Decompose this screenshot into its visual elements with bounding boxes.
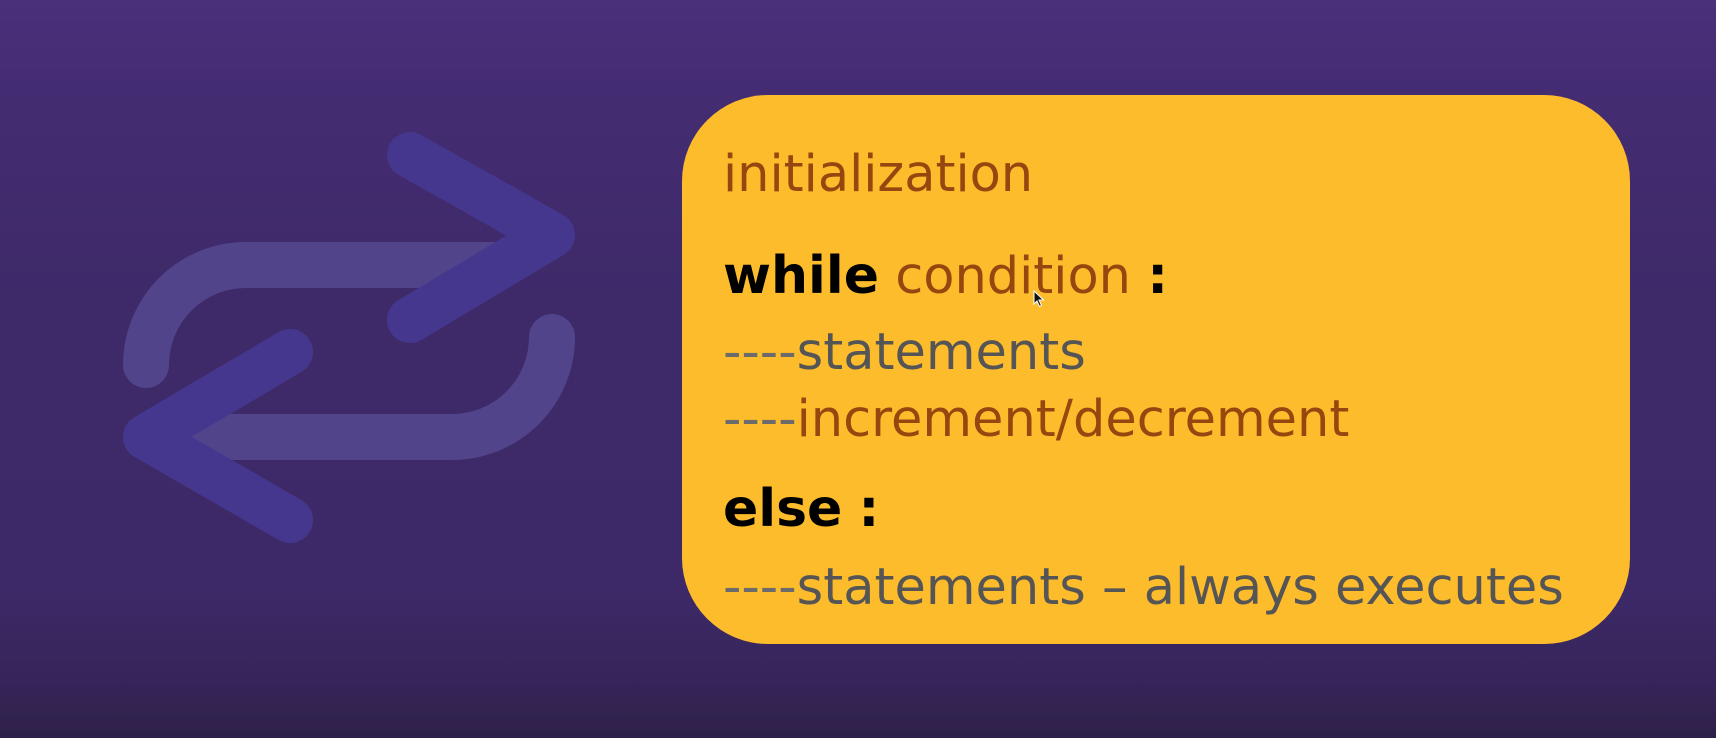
initialization-text: initialization xyxy=(723,145,1034,204)
else-line: else : xyxy=(723,483,879,535)
while-else-syntax-card: initialization while condition : ----sta… xyxy=(682,95,1630,644)
repeat-loop-arrows-icon xyxy=(123,132,575,543)
loop-upper-arc xyxy=(123,242,523,388)
indent-dashes: ---- xyxy=(723,390,797,449)
while-body-increment-line: ----increment/decrement xyxy=(723,394,1349,445)
else-statements-text: statements – always executes xyxy=(796,558,1564,617)
indent-dashes: ---- xyxy=(723,558,797,617)
else-body-statements-line: ----statements – always executes xyxy=(723,562,1564,613)
while-colon: : xyxy=(1147,246,1169,306)
statements-text: statements xyxy=(796,323,1086,382)
mouse-cursor-icon xyxy=(1033,290,1045,308)
arrow-left-head xyxy=(123,329,313,543)
condition-text: condition xyxy=(895,247,1132,306)
while-body-statements-line: ----statements xyxy=(723,327,1086,378)
indent-dashes: ---- xyxy=(723,323,797,382)
else-keyword: else xyxy=(723,479,843,539)
increment-decrement-text: increment/decrement xyxy=(796,390,1350,449)
loop-lower-arc xyxy=(175,314,575,460)
while-line: while condition : xyxy=(723,250,1168,302)
initialization-line: initialization xyxy=(723,149,1033,200)
else-colon: : xyxy=(858,479,880,539)
while-keyword: while xyxy=(723,246,879,306)
arrow-right-head xyxy=(387,132,575,343)
